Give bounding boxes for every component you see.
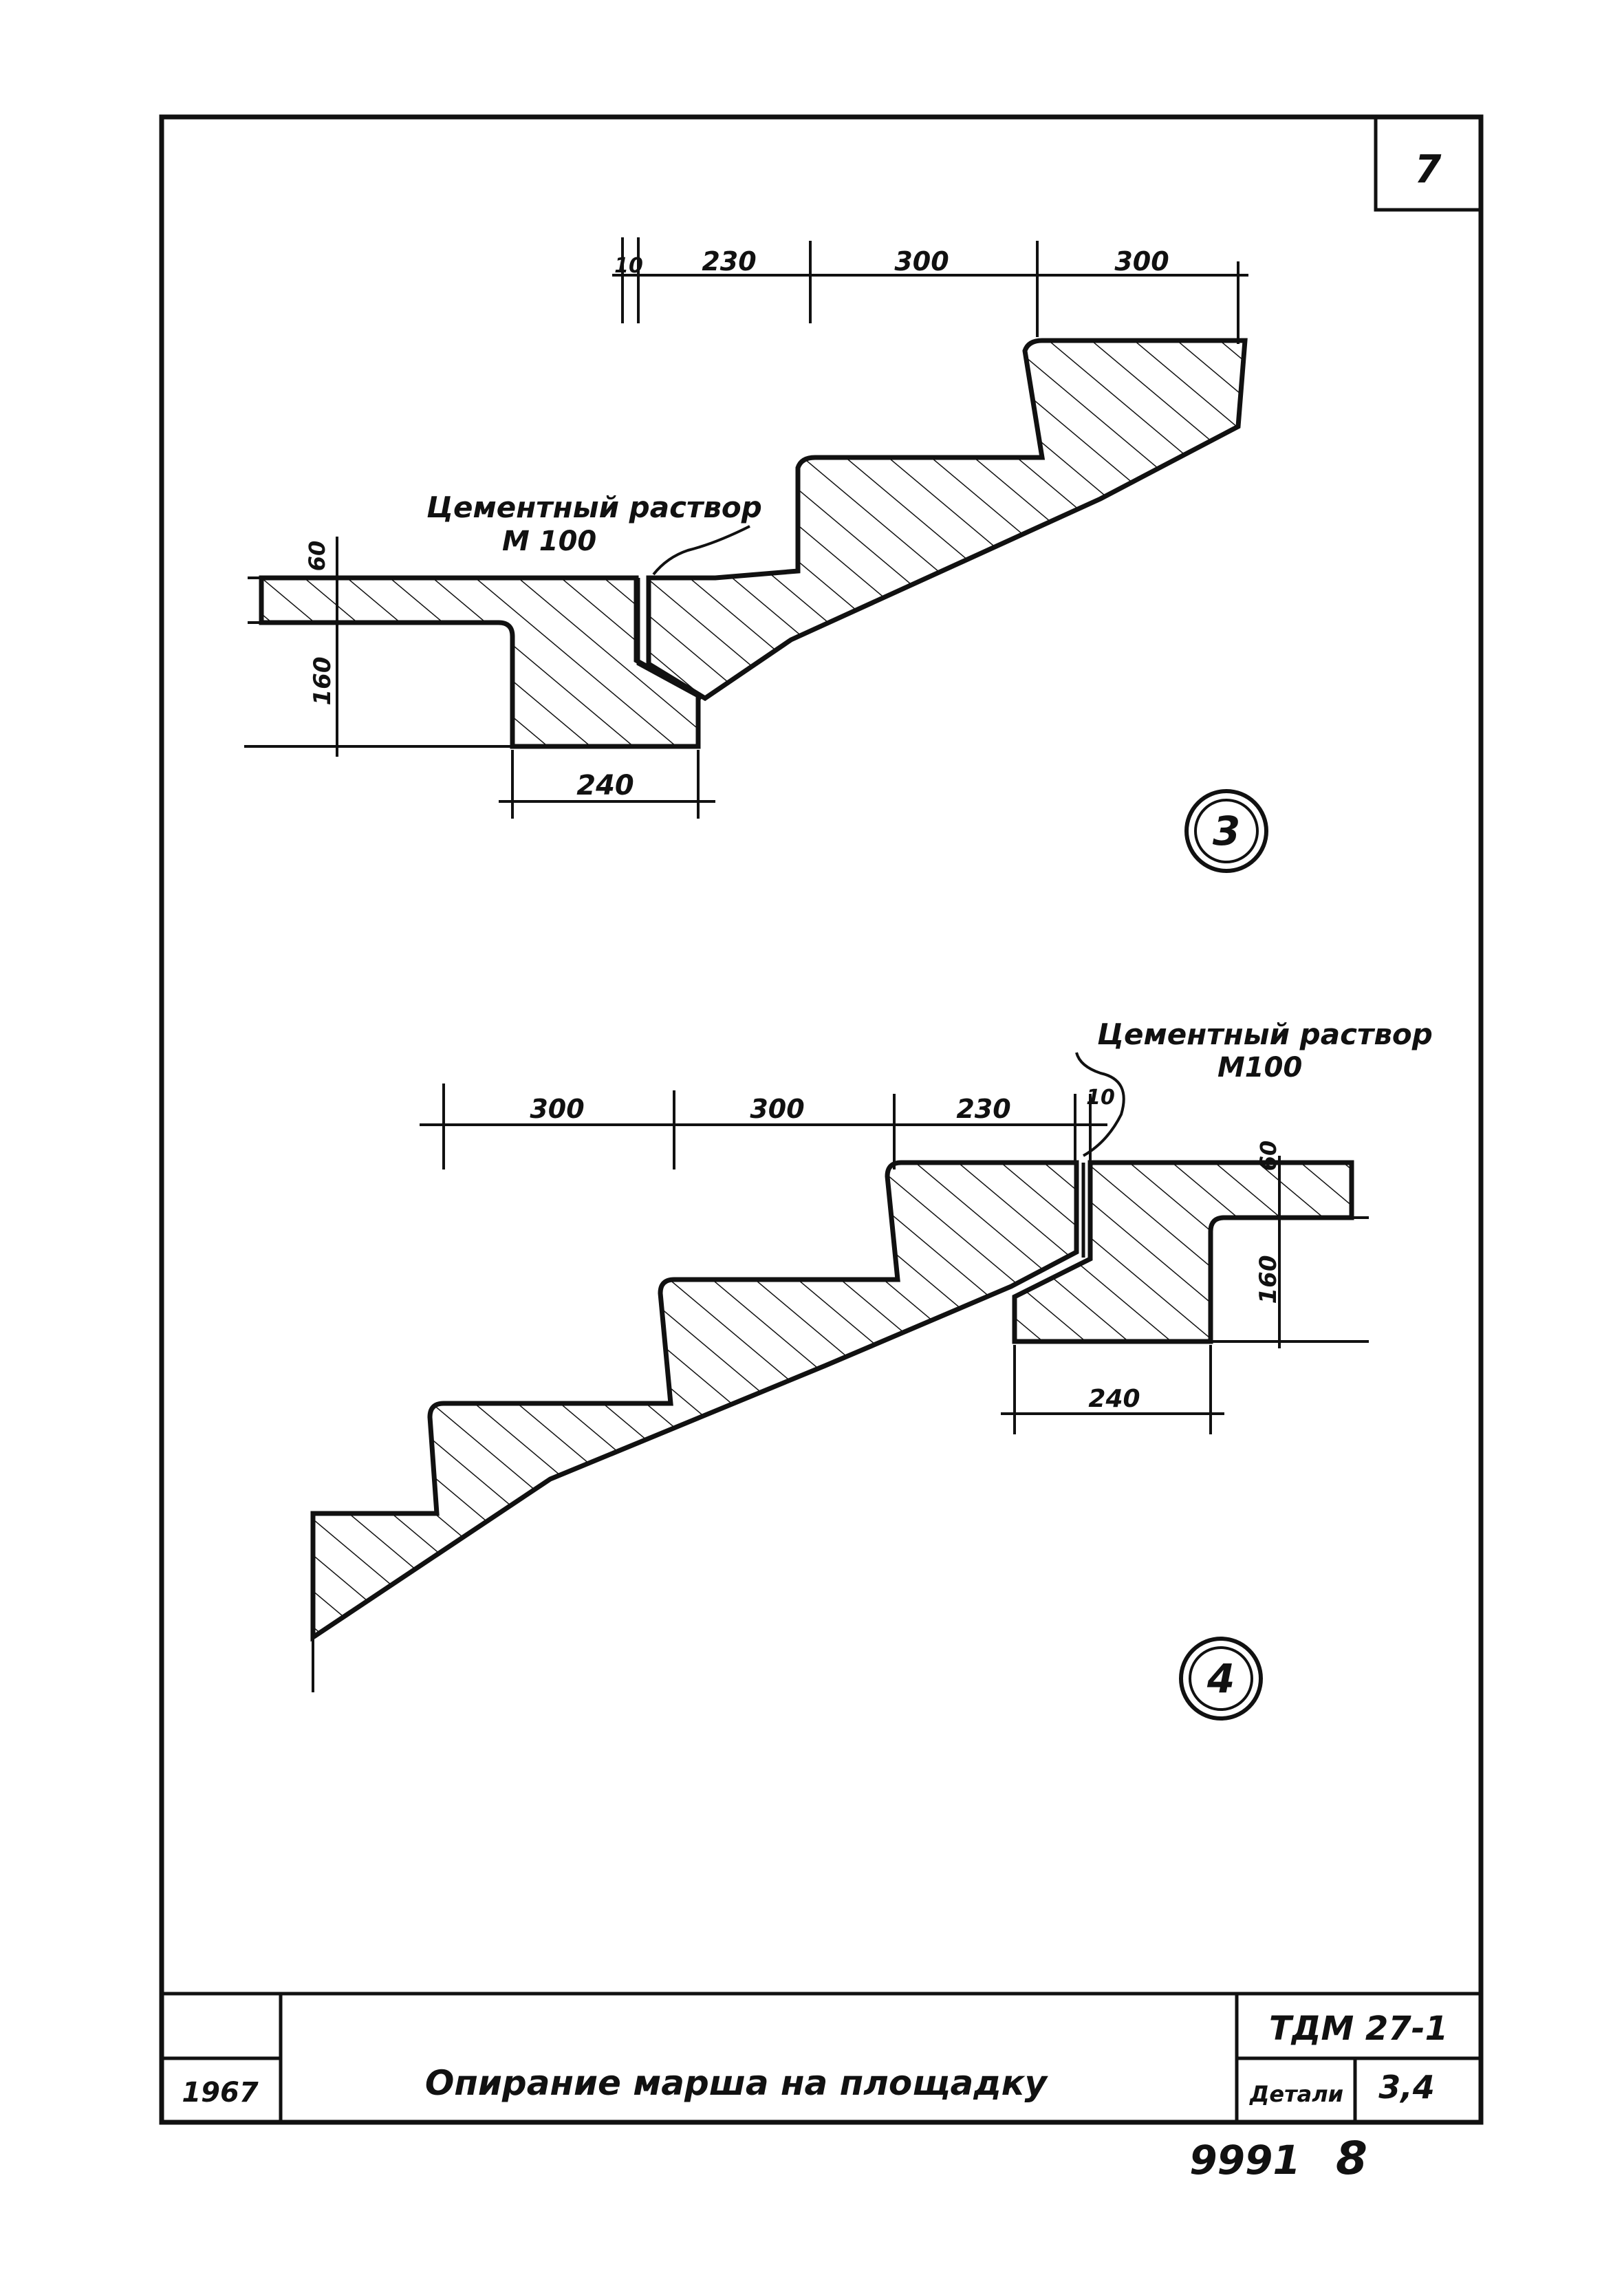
detail-4-dim-right — [1211, 1156, 1369, 1348]
detail-3: 10 230 300 300 60 160 240 Цементный раст — [244, 237, 1268, 873]
detail-3-dim-left — [244, 537, 512, 757]
detail-3-mortar-label-2: М 100 — [502, 526, 596, 557]
detail-4-dim-height: 160 — [1255, 1255, 1282, 1304]
detail-3-marker-circle — [1184, 789, 1268, 873]
detail-3-leader — [652, 525, 750, 576]
sheet-frame — [159, 114, 1484, 2125]
stamp-suffix: 8 — [1336, 2132, 1367, 2185]
stamp-code: 9991 — [1189, 2137, 1300, 2184]
detail-4: 300 300 230 10 60 160 240 Цемен — [310, 1017, 1433, 1721]
detail-3-marker-number: 3 — [1213, 808, 1240, 854]
detail-4-leader — [1075, 1052, 1125, 1157]
detail-4-dim-300b: 300 — [750, 1094, 804, 1124]
title-details-value: 3,4 — [1378, 2069, 1435, 2106]
detail-4-dim-width: 240 — [1088, 1385, 1140, 1413]
detail-3-dim-bottom — [499, 750, 715, 819]
page-number-box: 7 — [1374, 115, 1483, 212]
detail-4-marker-number: 4 — [1206, 1655, 1235, 1702]
title-block — [162, 1992, 1481, 2122]
title-code: ТДМ 27-1 — [1269, 2009, 1448, 2048]
detail-3-mortar-joint — [636, 578, 703, 700]
detail-4-dim-thickness: 60 — [1255, 1141, 1281, 1172]
detail-3-flight-section — [646, 338, 1248, 702]
detail-3-dim-top — [612, 237, 1248, 344]
detail-4-dim-bottom — [1001, 1345, 1224, 1434]
detail-4-mortar-label-2: М100 — [1217, 1052, 1302, 1083]
title-details-label: Детали — [1249, 2081, 1343, 2107]
detail-4-mortar-label-1: Цементный раствор — [1097, 1017, 1433, 1051]
detail-3-dim-10: 10 — [614, 254, 643, 278]
title-year: 1967 — [182, 2077, 258, 2109]
detail-4-dim-300a: 300 — [530, 1094, 584, 1124]
detail-4-flight-section — [310, 1160, 1079, 1642]
detail-4-marker-circle — [1179, 1637, 1263, 1721]
page-number: 7 — [1415, 147, 1442, 192]
detail-3-dim-300a: 300 — [894, 246, 949, 277]
detail-4-landing-section — [1012, 1160, 1354, 1344]
detail-3-dim-thickness: 60 — [304, 541, 330, 572]
detail-3-dim-height: 160 — [309, 657, 336, 706]
detail-3-dim-width: 240 — [576, 770, 634, 801]
detail-3-dim-300b: 300 — [1114, 246, 1169, 277]
detail-4-dim-10: 10 — [1086, 1086, 1115, 1110]
detail-4-dim-230: 230 — [956, 1094, 1010, 1124]
detail-3-mortar-label-1: Цементный раствор — [426, 490, 762, 524]
title-text: Опирание марша на площадку — [425, 2063, 1049, 2103]
detail-3-dim-230: 230 — [702, 246, 756, 277]
